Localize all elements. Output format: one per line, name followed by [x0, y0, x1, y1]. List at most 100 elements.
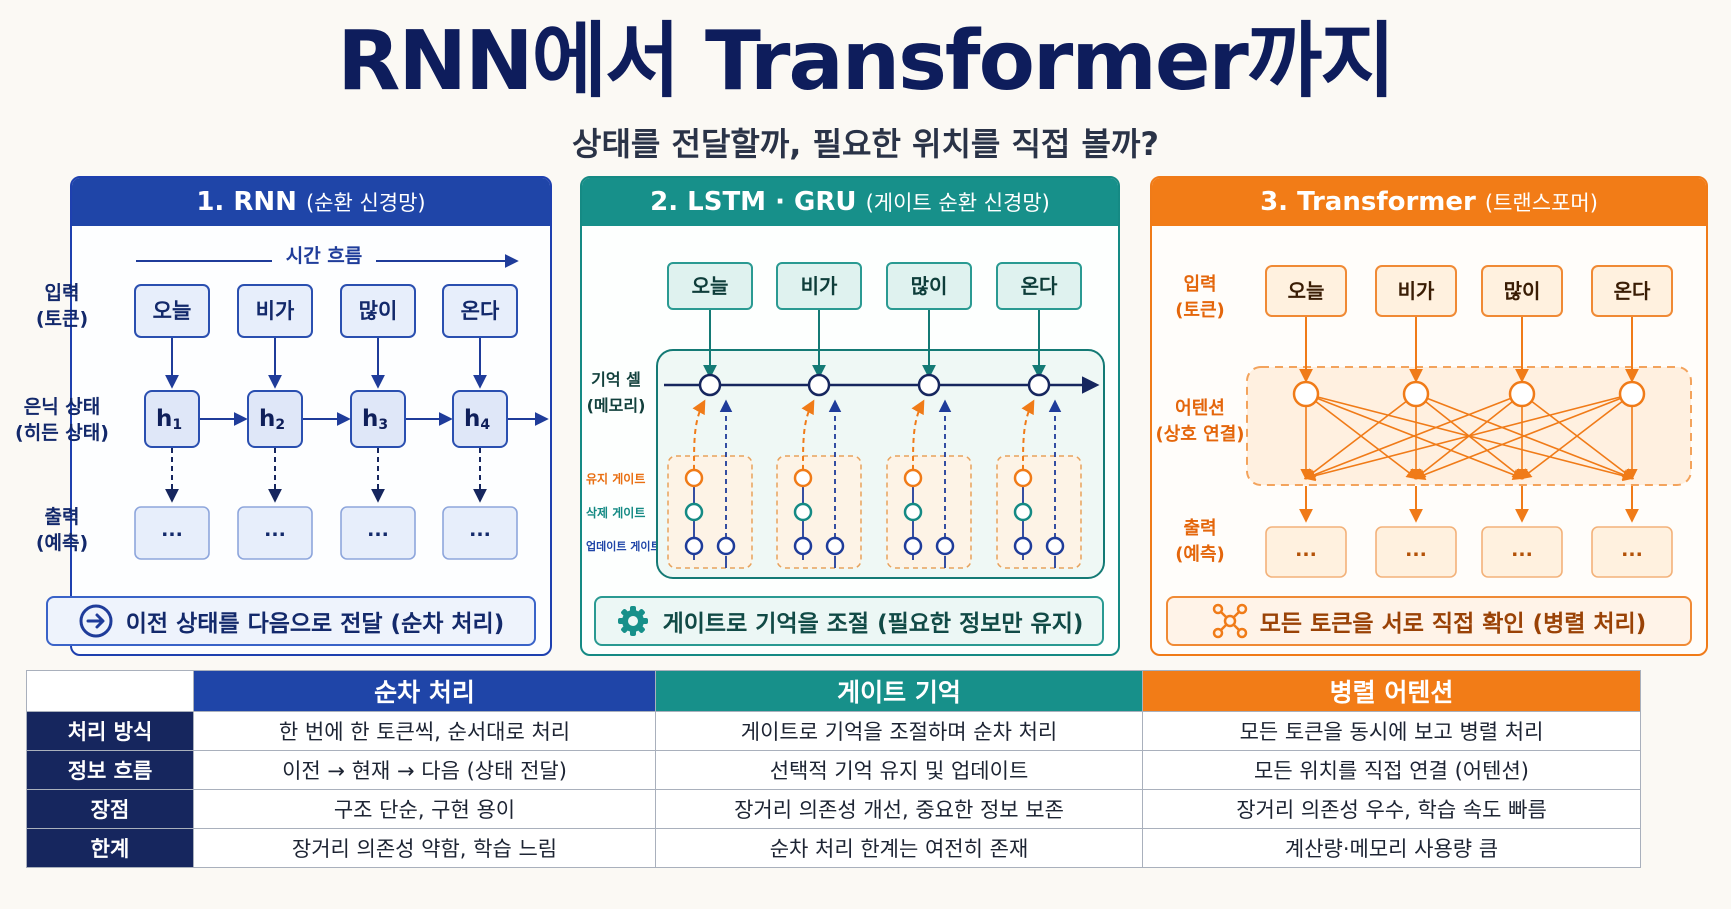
transformer-output-text: ...	[1621, 539, 1643, 561]
rnn-input-token	[237, 284, 313, 338]
time-flow-label: 시간 흐름	[286, 245, 363, 267]
table-cell: 한 번에 한 토큰씩, 순서대로 처리	[193, 711, 656, 751]
table-row: 처리 방식 한 번에 한 토큰씩, 순서대로 처리 게이트로 기억을 조절하며 …	[26, 711, 1641, 751]
lstm-keep-gate-node	[1013, 468, 1033, 488]
lstm-gate-update-label: 업데이트 게이트	[586, 540, 661, 553]
rnn-hidden-subscript: 2	[275, 417, 285, 433]
table-row: 장점 구조 단순, 구현 용이 장거리 의존성 개선, 중요한 정보 보존 장거…	[26, 789, 1641, 829]
rnn-hidden-label-line1: 은닉 상태	[23, 396, 101, 418]
rnn-hidden-label: 은닉 상태 (히든 상태)	[6, 394, 118, 446]
arrow-circle-icon	[79, 604, 113, 638]
rnn-output-text: ...	[469, 519, 491, 541]
table-cell: 장거리 의존성 약함, 학습 느림	[193, 828, 656, 868]
rnn-output-box	[237, 506, 313, 560]
transformer-output-text: ...	[1295, 539, 1317, 561]
rnn-input-token	[134, 284, 210, 338]
attention-connection	[1303, 393, 1633, 482]
table-cell: 모든 토큰을 동시에 보고 병렬 처리	[1142, 711, 1641, 751]
lstm-footer-text: 게이트로 기억을 조절 (필요한 정보만 유지)	[662, 611, 1084, 637]
page-title: RNN에서 Transformer까지	[337, 14, 1396, 109]
rnn-hidden-state	[350, 390, 406, 448]
row-label: 장점	[26, 789, 194, 829]
attention-connection	[1303, 393, 1523, 480]
transformer-input-token-text: 온다	[1614, 279, 1651, 303]
rnn-output-label-line2: (예측)	[35, 532, 89, 554]
lstm-update-node	[1045, 536, 1065, 556]
transformer-title-sub: (트랜스포머)	[1484, 191, 1598, 215]
rnn-title-sub: (순환 신경망)	[305, 191, 426, 215]
lstm-title-sub: (게이트 순환 신경망)	[865, 191, 1050, 215]
lstm-input-token-text: 온다	[1021, 274, 1058, 298]
rnn-input-token-text: 온다	[461, 299, 500, 323]
rnn-footer-text: 이전 상태를 다음으로 전달 (순차 처리)	[125, 611, 505, 637]
lstm-gate-group	[996, 455, 1082, 569]
rnn-input-token	[340, 284, 416, 338]
lstm-gate-group	[886, 455, 972, 569]
row-label: 정보 흐름	[26, 750, 194, 790]
rnn-hidden-state	[452, 390, 508, 448]
rnn-output-text: ...	[161, 519, 183, 541]
rnn-hidden-state	[247, 390, 303, 448]
comparison-col-gated: 게이트 기억	[655, 670, 1143, 712]
attention-region	[1246, 366, 1692, 486]
transformer-output-box	[1375, 526, 1457, 578]
lstm-delete-gate-node	[1013, 502, 1033, 522]
transformer-attention-label-line1: 어텐션	[1175, 398, 1225, 419]
lstm-input-token	[996, 262, 1082, 310]
gear-icon	[617, 606, 648, 636]
lstm-memory-label: 기억 셀 (메모리)	[586, 367, 646, 419]
attention-node	[1292, 380, 1320, 408]
lstm-memory-label-line1: 기억 셀	[591, 370, 641, 389]
rnn-input-label-line2: (토큰)	[35, 308, 89, 330]
table-cell: 구조 단순, 구현 용이	[193, 789, 656, 829]
rnn-input-label: 입력 (토큰)	[10, 280, 114, 332]
rnn-output-label: 출력 (예측)	[10, 504, 114, 556]
table-cell: 게이트로 기억을 조절하며 순차 처리	[655, 711, 1143, 751]
rnn-hidden-subscript: 3	[378, 417, 388, 433]
page-subtitle: 상태를 전달할까, 필요한 위치를 직접 볼까?	[572, 125, 1159, 163]
rnn-footer: 이전 상태를 다음으로 전달 (순차 처리)	[46, 596, 536, 646]
rnn-input-label-line1: 입력	[44, 282, 80, 304]
rnn-title: 1. RNN	[196, 187, 297, 217]
lstm-delete-gate-node	[903, 502, 923, 522]
lstm-gate-group	[776, 455, 862, 569]
rnn-panel-header: 1. RNN (순환 신경망)	[72, 178, 550, 226]
lstm-input-token-text: 비가	[801, 274, 838, 298]
rnn-input-token-text: 비가	[256, 299, 295, 323]
transformer-input-token	[1481, 265, 1563, 317]
transformer-input-label-line1: 입력	[1183, 274, 1217, 295]
lstm-keep-gate-arrow	[1021, 399, 1035, 471]
lstm-memory-node	[807, 373, 831, 397]
attention-connection	[1520, 393, 1633, 480]
rnn-output-text: ...	[264, 519, 286, 541]
row-label: 처리 방식	[26, 711, 194, 751]
table-cell: 장거리 의존성 개선, 중요한 정보 보존	[655, 789, 1143, 829]
rnn-hidden-subscript: 4	[480, 417, 490, 433]
table-row: 정보 흐름 이전 → 현재 → 다음 (상태 전달) 선택적 기억 유지 및 업…	[26, 750, 1641, 790]
table-row: 한계 장거리 의존성 약함, 학습 느림 순차 처리 한계는 여전히 존재 계산…	[26, 828, 1641, 868]
rnn-input-token-text: 많이	[359, 299, 398, 323]
lstm-gate-delete-label: 삭제 게이트	[586, 506, 646, 520]
transformer-input-token-text: 많이	[1504, 279, 1541, 303]
transformer-attention-label: 어텐션 (상호 연결)	[1152, 396, 1248, 448]
transformer-title: 3. Transformer	[1260, 187, 1476, 217]
lstm-input-token	[886, 262, 972, 310]
lstm-update-node	[716, 536, 736, 556]
rnn-output-label-line1: 출력	[44, 506, 80, 528]
lstm-gate-keep-label: 유지 게이트	[586, 472, 646, 486]
transformer-footer-text: 모든 토큰을 서로 직접 확인 (병렬 처리)	[1259, 611, 1647, 637]
lstm-input-token-text: 오늘	[692, 274, 729, 298]
lstm-update-node	[825, 536, 845, 556]
transformer-output-label: 출력 (예측)	[1168, 516, 1232, 568]
transformer-output-box	[1265, 526, 1347, 578]
lstm-memory-node	[917, 373, 941, 397]
table-cell: 모든 위치를 직접 연결 (어텐션)	[1142, 750, 1641, 790]
comparison-col-attention: 병렬 어텐션	[1142, 670, 1641, 712]
lstm-footer: 게이트로 기억을 조절 (필요한 정보만 유지)	[594, 596, 1104, 646]
table-cell: 선택적 기억 유지 및 업데이트	[655, 750, 1143, 790]
transformer-output-box	[1591, 526, 1673, 578]
attention-node	[1508, 380, 1536, 408]
comparison-header-row: 순차 처리 게이트 기억 병렬 어텐션	[26, 670, 1641, 712]
lstm-keep-gate-node	[684, 468, 704, 488]
